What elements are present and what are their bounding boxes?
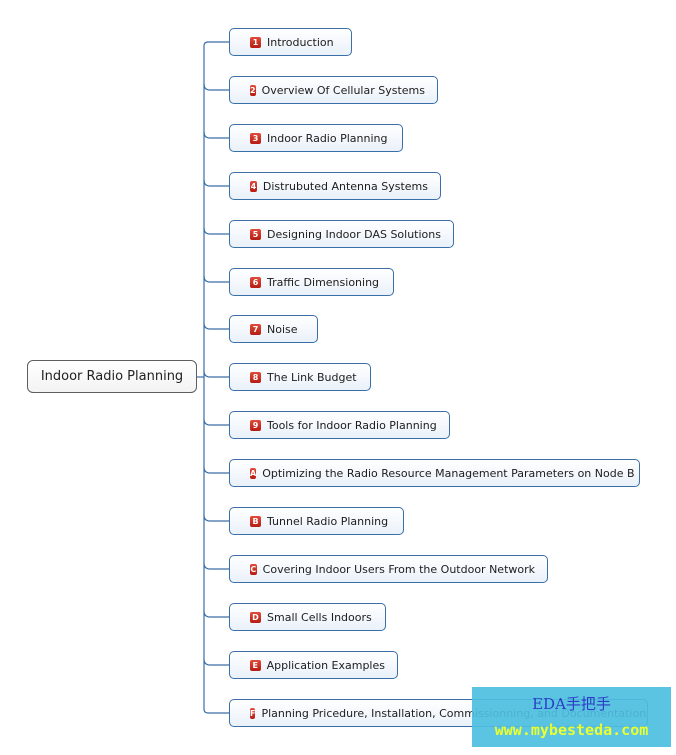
topic-number-badge: C <box>250 563 257 575</box>
central-topic[interactable]: Indoor Radio Planning <box>27 360 197 393</box>
topic-number-badge: 7 <box>250 323 261 335</box>
branch-connector <box>203 658 229 666</box>
topic-node[interactable]: 8 The Link Budget <box>229 363 371 391</box>
branch-connector <box>203 83 229 91</box>
topic-number-badge: B <box>250 515 261 527</box>
topic-node[interactable]: A Optimizing the Radio Resource Managemen… <box>229 459 640 487</box>
branch-connector <box>203 227 229 235</box>
topic-number-badge: 4 <box>250 180 257 192</box>
topic-label: Distrubuted Antenna Systems <box>262 179 428 193</box>
topic-number-badge: A <box>250 467 257 479</box>
branch-connector <box>203 131 229 139</box>
branch-connector <box>203 562 229 570</box>
topic-node[interactable]: 6 Traffic Dimensioning <box>229 268 394 296</box>
topic-label: Overview Of Cellular Systems <box>261 83 425 97</box>
topic-number-badge: 9 <box>250 419 261 431</box>
branch-connector <box>203 466 229 474</box>
topic-number-badge: E <box>250 659 261 671</box>
topic-label: Application Examples <box>266 658 385 672</box>
topic-node[interactable]: 5 Designing Indoor DAS Solutions <box>229 220 454 248</box>
branch-connector <box>203 179 229 187</box>
topic-number-badge: D <box>250 611 261 623</box>
watermark-overlay: EDA手把手 www.mybesteda.com <box>472 687 671 747</box>
branch-connector <box>203 418 229 426</box>
branch-connector <box>203 610 229 618</box>
topic-number-badge: 2 <box>250 84 256 96</box>
branch-connector <box>203 41 229 47</box>
topic-label: Optimizing the Radio Resource Management… <box>262 466 635 480</box>
topic-label: Tunnel Radio Planning <box>267 514 389 528</box>
central-topic-label: Indoor Radio Planning <box>40 369 184 384</box>
branch-connector <box>203 370 229 378</box>
topic-label: Traffic Dimensioning <box>267 275 380 289</box>
topic-label: Covering Indoor Users From the Outdoor N… <box>262 562 535 576</box>
topic-number-badge: 3 <box>250 132 261 144</box>
topic-label: Small Cells Indoors <box>267 610 372 624</box>
branch-connector <box>203 275 229 283</box>
topic-node[interactable]: 4 Distrubuted Antenna Systems <box>229 172 441 200</box>
topic-node[interactable]: 7 Noise <box>229 315 318 343</box>
topic-node[interactable]: 9 Tools for Indoor Radio Planning <box>229 411 450 439</box>
branch-connector <box>203 514 229 522</box>
topic-label: The Link Budget <box>267 370 357 384</box>
topic-label: Indoor Radio Planning <box>267 131 388 145</box>
topic-number-badge: 5 <box>250 228 261 240</box>
watermark-url: www.mybesteda.com <box>494 721 649 739</box>
topic-label: Introduction <box>267 35 334 49</box>
watermark-title: EDA手把手 <box>532 695 611 713</box>
topic-node[interactable]: B Tunnel Radio Planning <box>229 507 404 535</box>
topic-number-badge: 8 <box>250 371 261 383</box>
branch-connector <box>203 322 229 330</box>
topic-number-badge: 6 <box>250 276 261 288</box>
topic-node[interactable]: 3 Indoor Radio Planning <box>229 124 403 152</box>
topic-node[interactable]: C Covering Indoor Users From the Outdoor … <box>229 555 548 583</box>
topic-node[interactable]: E Application Examples <box>229 651 398 679</box>
topic-label: Designing Indoor DAS Solutions <box>267 227 441 241</box>
topic-node[interactable]: 2 Overview Of Cellular Systems <box>229 76 438 104</box>
topic-label: Tools for Indoor Radio Planning <box>267 418 437 432</box>
topic-number-badge: 1 <box>250 36 261 48</box>
topic-number-badge: F <box>250 707 256 719</box>
topic-node[interactable]: 1 Introduction <box>229 28 352 56</box>
topic-label: Noise <box>267 322 298 336</box>
branch-connector <box>203 708 229 714</box>
topic-node[interactable]: D Small Cells Indoors <box>229 603 386 631</box>
